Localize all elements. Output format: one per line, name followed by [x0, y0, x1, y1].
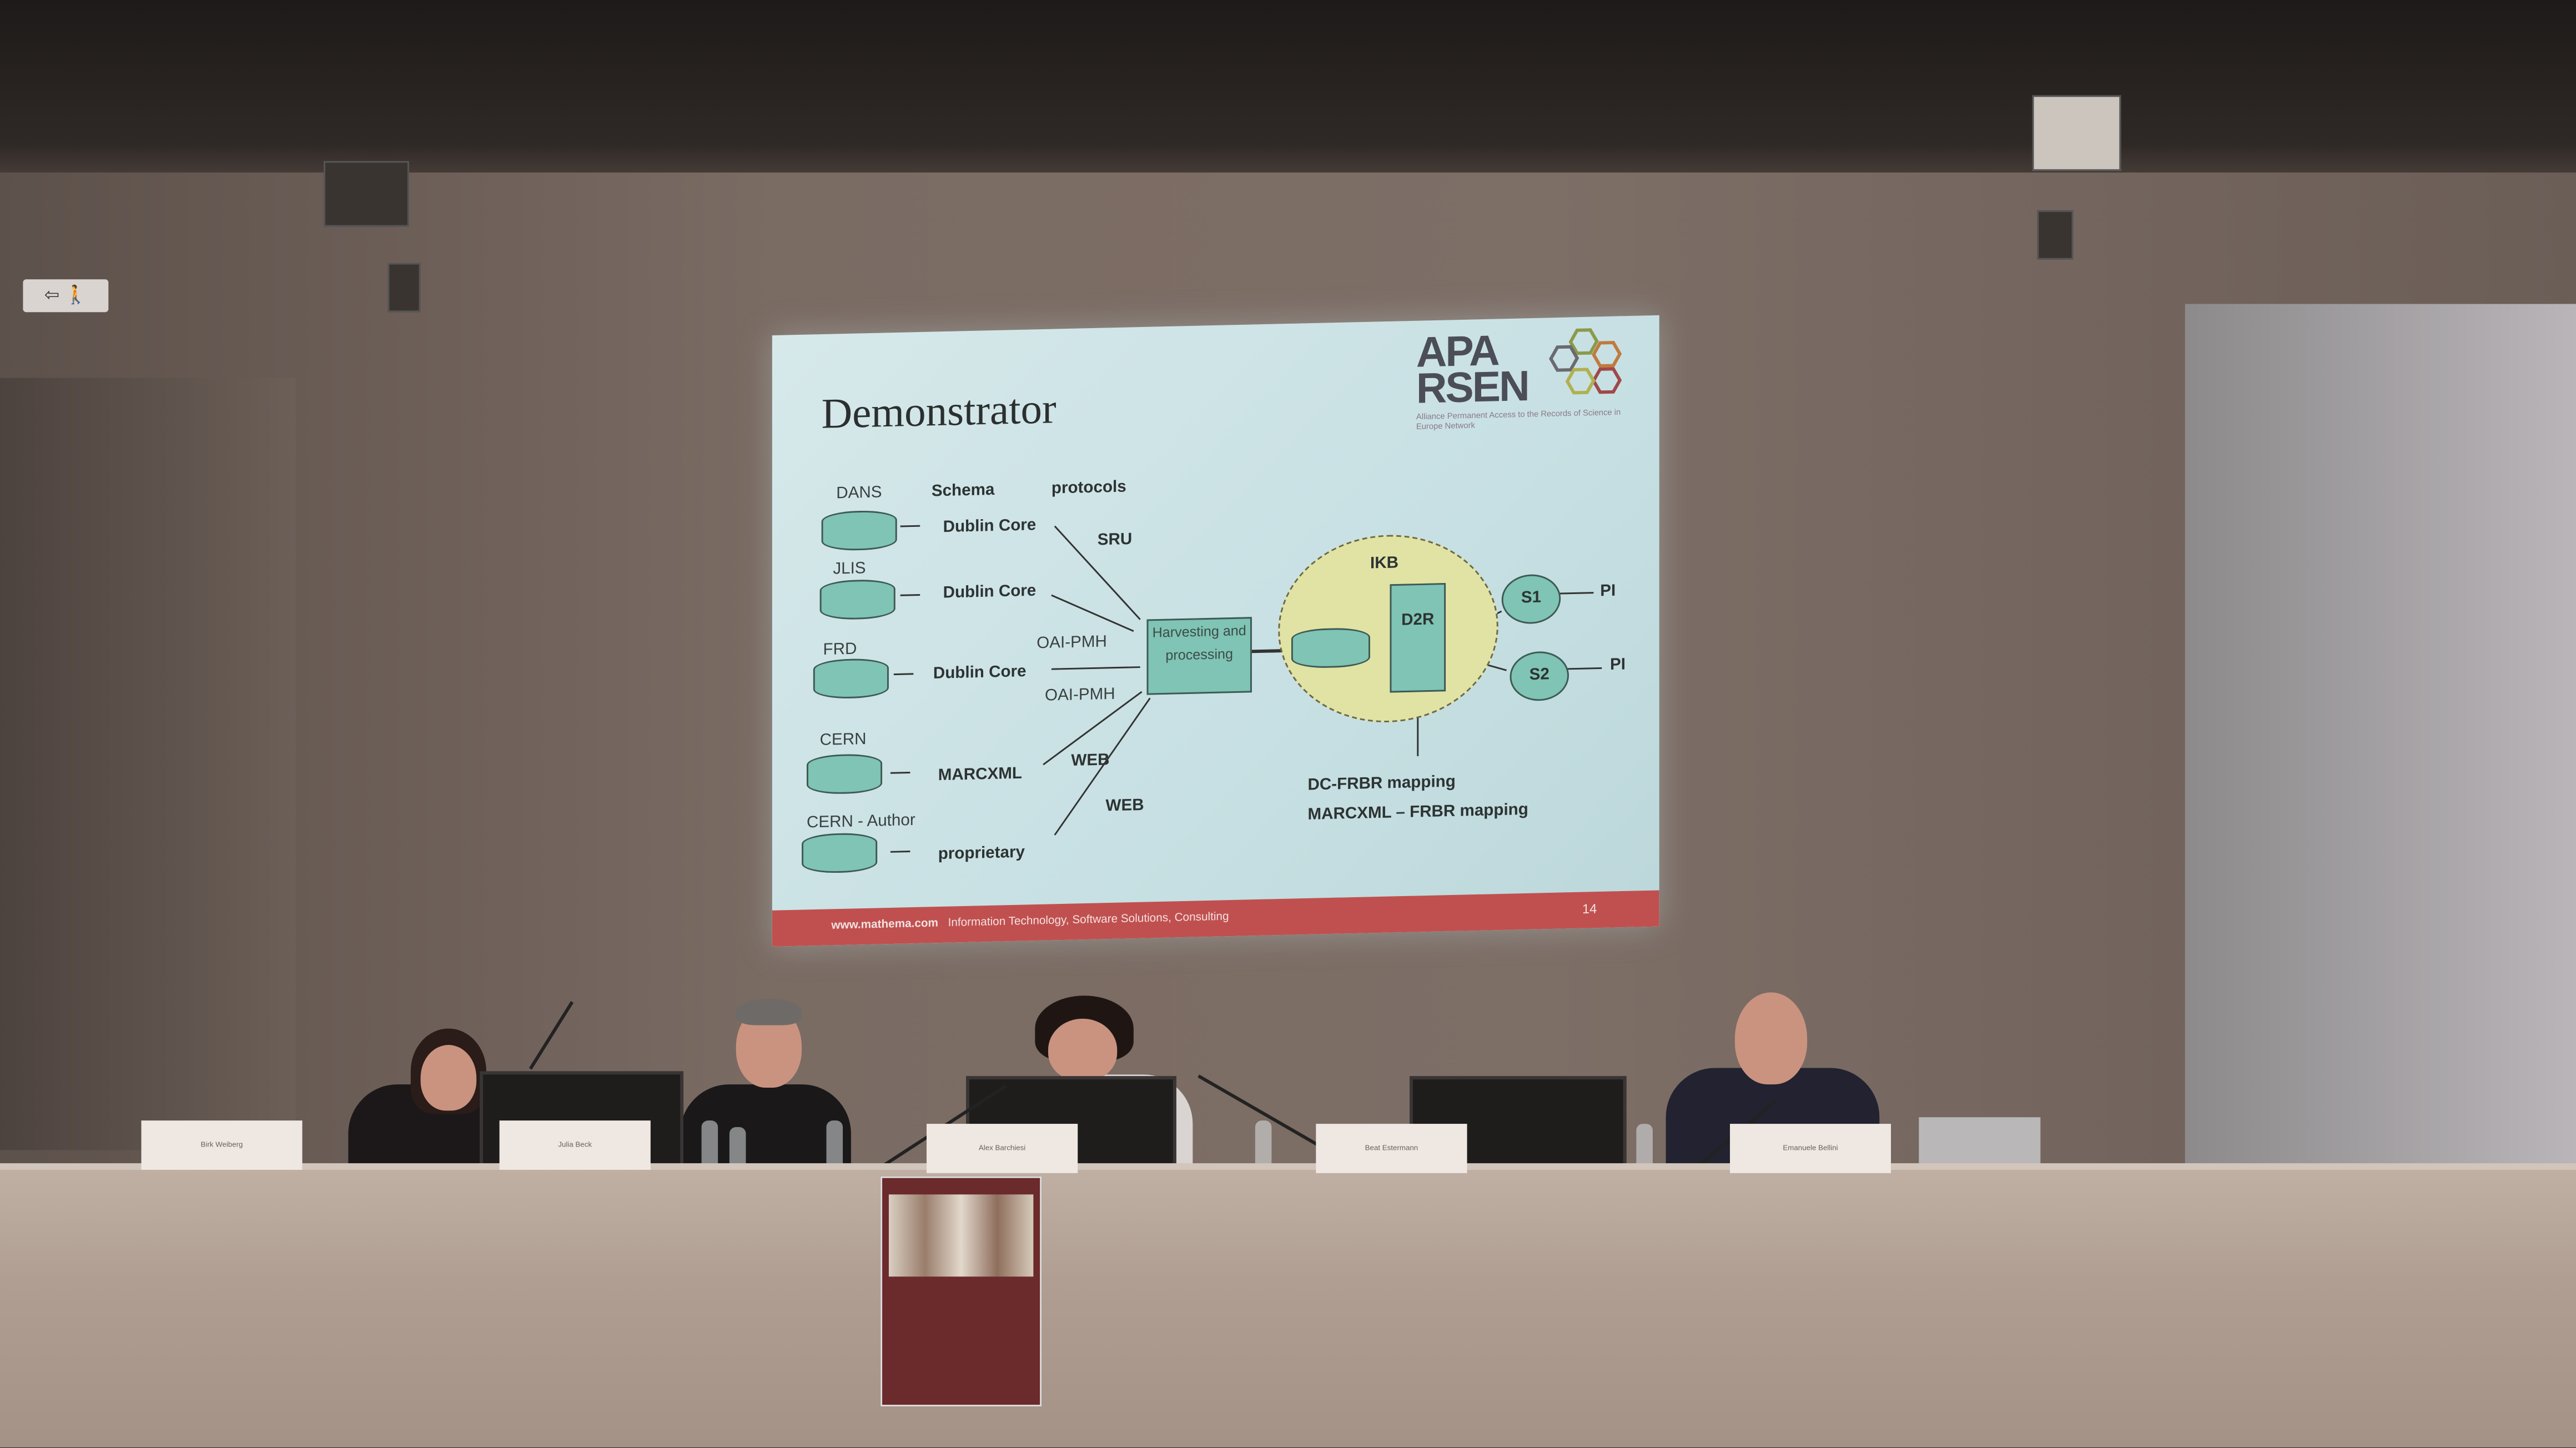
- pi-label: PI: [1610, 656, 1626, 675]
- mapping-label: DC-FRBR mapping: [1307, 773, 1456, 795]
- ikb-database-icon: [1291, 627, 1370, 669]
- left-speaker-mount: [388, 263, 421, 313]
- footer-text: Information Technology, Software Solutio…: [948, 911, 1229, 930]
- water-bottle: [1255, 1120, 1272, 1167]
- name-card: Beat Estermann: [1316, 1124, 1467, 1173]
- right-speaker-mount: [2037, 210, 2074, 260]
- ceiling: [0, 0, 2576, 181]
- footer-site: www.mathema.com: [831, 918, 938, 932]
- water-bottle: [1636, 1124, 1653, 1170]
- name-card: Alex Barchiesi: [926, 1124, 1078, 1173]
- left-speaker: [323, 161, 409, 227]
- right-projection-panel: [2185, 304, 2576, 1175]
- page-number: 14: [1582, 901, 1597, 917]
- right-speaker: [2032, 95, 2121, 171]
- poster-image: [888, 1194, 1034, 1277]
- exit-sign: ⇦ 🚶: [23, 279, 109, 313]
- hexagon-logo-icon: [1549, 328, 1622, 395]
- left-wall-panel: [0, 378, 296, 1150]
- panel-table: [0, 1169, 2576, 1448]
- name-card: Birk Weiberg: [141, 1120, 303, 1170]
- d2r-box: D2R: [1390, 582, 1446, 693]
- ikb-label: IKB: [1370, 554, 1398, 574]
- harvesting-box: Harvesting and processing: [1146, 617, 1252, 695]
- projected-slide: Demonstrator APA RSEN Alliance Permanent…: [772, 315, 1659, 947]
- event-poster: [881, 1176, 1042, 1407]
- name-card: Emanuele Bellini: [1730, 1124, 1891, 1173]
- laptop: [1919, 1117, 2041, 1170]
- pi-label: PI: [1600, 582, 1616, 601]
- name-card: Julia Beck: [499, 1120, 651, 1170]
- water-bottle: [701, 1120, 718, 1167]
- water-bottle: [826, 1120, 843, 1167]
